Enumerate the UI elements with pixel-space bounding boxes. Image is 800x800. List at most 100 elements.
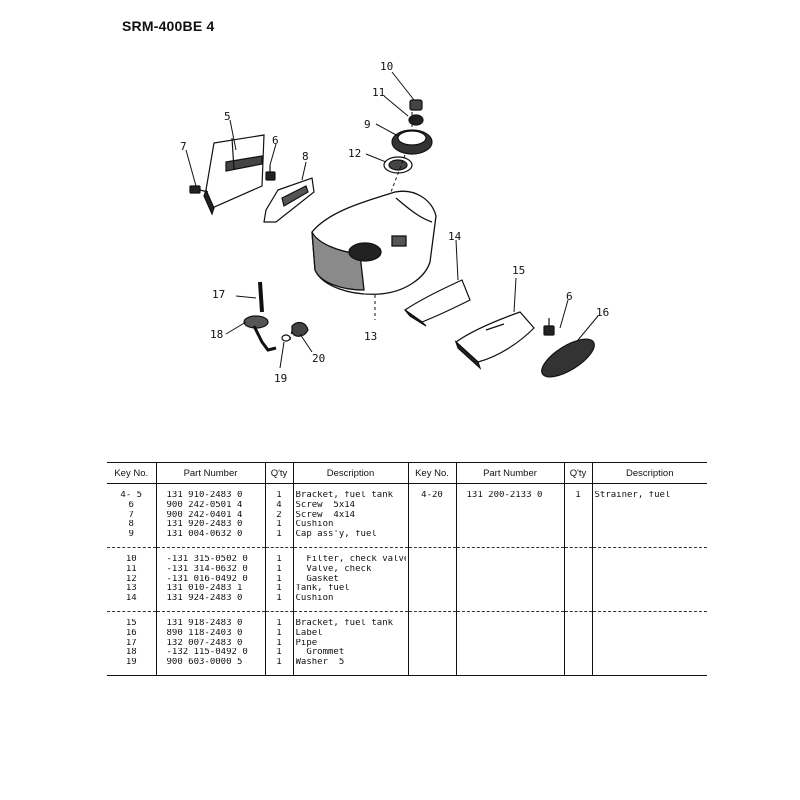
table-cell-line: 11 [125,564,137,574]
part-number-cell-2 [455,610,564,676]
callout-13: 13 [364,330,377,343]
fuel-pipe-assembly [243,281,309,352]
exploded-parts-diagram: 10 11 9 12 5 6 7 8 14 15 6 16 17 18 20 1… [180,60,609,385]
table-cell-line: 14 [125,594,137,604]
table-cell-line: 1 [276,594,282,604]
header-part-number-2: Part Number [455,462,564,484]
bracket-fuel-tank-part [203,134,265,216]
table-cell-line: 1 [575,491,581,500]
table-cell-line: 1 [276,554,282,564]
qty-cell-2: 1 [563,483,592,548]
callout-10: 10 [380,60,393,73]
table-cell-line: Label [295,628,323,638]
table-cell-line: Bracket, fuel tank [295,491,394,500]
callout-11: 11 [372,86,385,99]
table-cell-line: 132 007-2483 0 [166,638,243,648]
part-number-cell: -131 315-0502 0-131 314-0632 0-131 016-0… [155,546,265,612]
table-cell-line: Strainer, fuel [594,491,671,500]
callout-9: 9 [364,118,371,131]
table-cell-line: 131 010-2483 1 [166,584,243,594]
fuel-cap-assembly [383,99,433,174]
table-cell-line: Filter, check valve [295,554,406,564]
table-cell-line: Cushion [295,594,334,604]
table-cell-line: 131 910-2483 0 [166,491,243,500]
header-description-2: Description [591,462,707,484]
callout-numbers: 10 11 9 12 5 6 7 8 14 15 6 16 17 18 20 1… [180,60,609,385]
table-cell-line: 7 [128,510,134,520]
cushion-part-8 [263,177,315,223]
qty-cell-2 [563,546,592,612]
table-cell-line: 6 [128,500,134,510]
table-cell-line: 131 920-2483 0 [166,520,243,530]
table-cell-line: Washer 5 [295,658,345,668]
table-header-row: Key No. Part Number Q'ty Description Key… [107,462,707,484]
table-cell-line: 1 [276,618,282,628]
table-cell-line: 1 [276,658,282,668]
key-no-cell-2 [407,610,456,676]
table-cell-line: 10 [125,554,137,564]
page-title: SRM-400BE 4 [122,18,215,34]
table-cell-line: 1 [276,574,282,584]
table-cell-line: 17 [125,638,137,648]
callout-6b: 6 [566,290,573,303]
description-cell-2 [591,546,707,612]
callout-leader-lines [185,71,599,369]
header-key-no: Key No. [107,462,156,484]
table-cell-line: 900 242-0401 4 [166,510,243,520]
table-cell-line: 1 [276,564,282,574]
parts-list-table: Key No. Part Number Q'ty Description Key… [107,462,707,676]
callout-8: 8 [302,150,309,163]
cushion-part-14 [403,279,471,327]
table-cell-line: Gasket [295,574,339,584]
table-cell-line: 900 242-0501 4 [166,500,243,510]
header-key-no-2: Key No. [407,462,456,484]
table-cell-line: 900 603-0000 5 [166,658,243,668]
table-cell-line: -131 016-0492 0 [166,574,248,584]
table-cell-line: 4 [276,500,282,510]
table-cell-line: 1 [276,648,282,658]
key-no-cell-2: 4-20 [407,483,456,548]
label-part-16 [541,338,595,378]
table-cell-line: Cap ass'y, fuel [295,530,377,540]
callout-17: 17 [212,288,225,301]
callout-20: 20 [312,352,325,365]
table-cell-line: 4- 5 [120,491,143,500]
table-cell-line: 131 918-2483 0 [166,618,243,628]
table-cell-line: Valve, check [295,564,372,574]
header-qty: Q'ty [264,462,293,484]
table-cell-line: 16 [125,628,137,638]
table-cell-line: 18 [125,648,137,658]
table-cell-line: 1 [276,584,282,594]
table-cell-line: 9 [128,530,134,540]
callout-6: 6 [272,134,279,147]
table-cell-line: Screw 4x14 [295,510,356,520]
table-cell-line: Grommet [295,648,345,658]
table-cell-line: Bracket, fuel tank [295,618,394,628]
screw-part-6b [543,318,555,336]
part-number-cell-2: 131 200-2133 0 [455,483,564,548]
table-cell-line: 15 [125,618,137,628]
header-part-number: Part Number [155,462,265,484]
callout-12: 12 [348,147,361,160]
table-cell-line: 1 [276,520,282,530]
table-cell-line: 4-20 [421,491,443,500]
table-cell-line: -132 115-0492 0 [166,648,248,658]
table-cell-line: Cushion [295,520,334,530]
table-cell-line: Pipe [295,638,318,648]
table-cell-line: 131 924-2483 0 [166,594,243,604]
header-description: Description [292,462,408,484]
table-cell-line: 12 [125,574,137,584]
table-cell-line: 1 [276,628,282,638]
bracket-fuel-tank-part-15 [454,311,535,370]
callout-18: 18 [210,328,223,341]
